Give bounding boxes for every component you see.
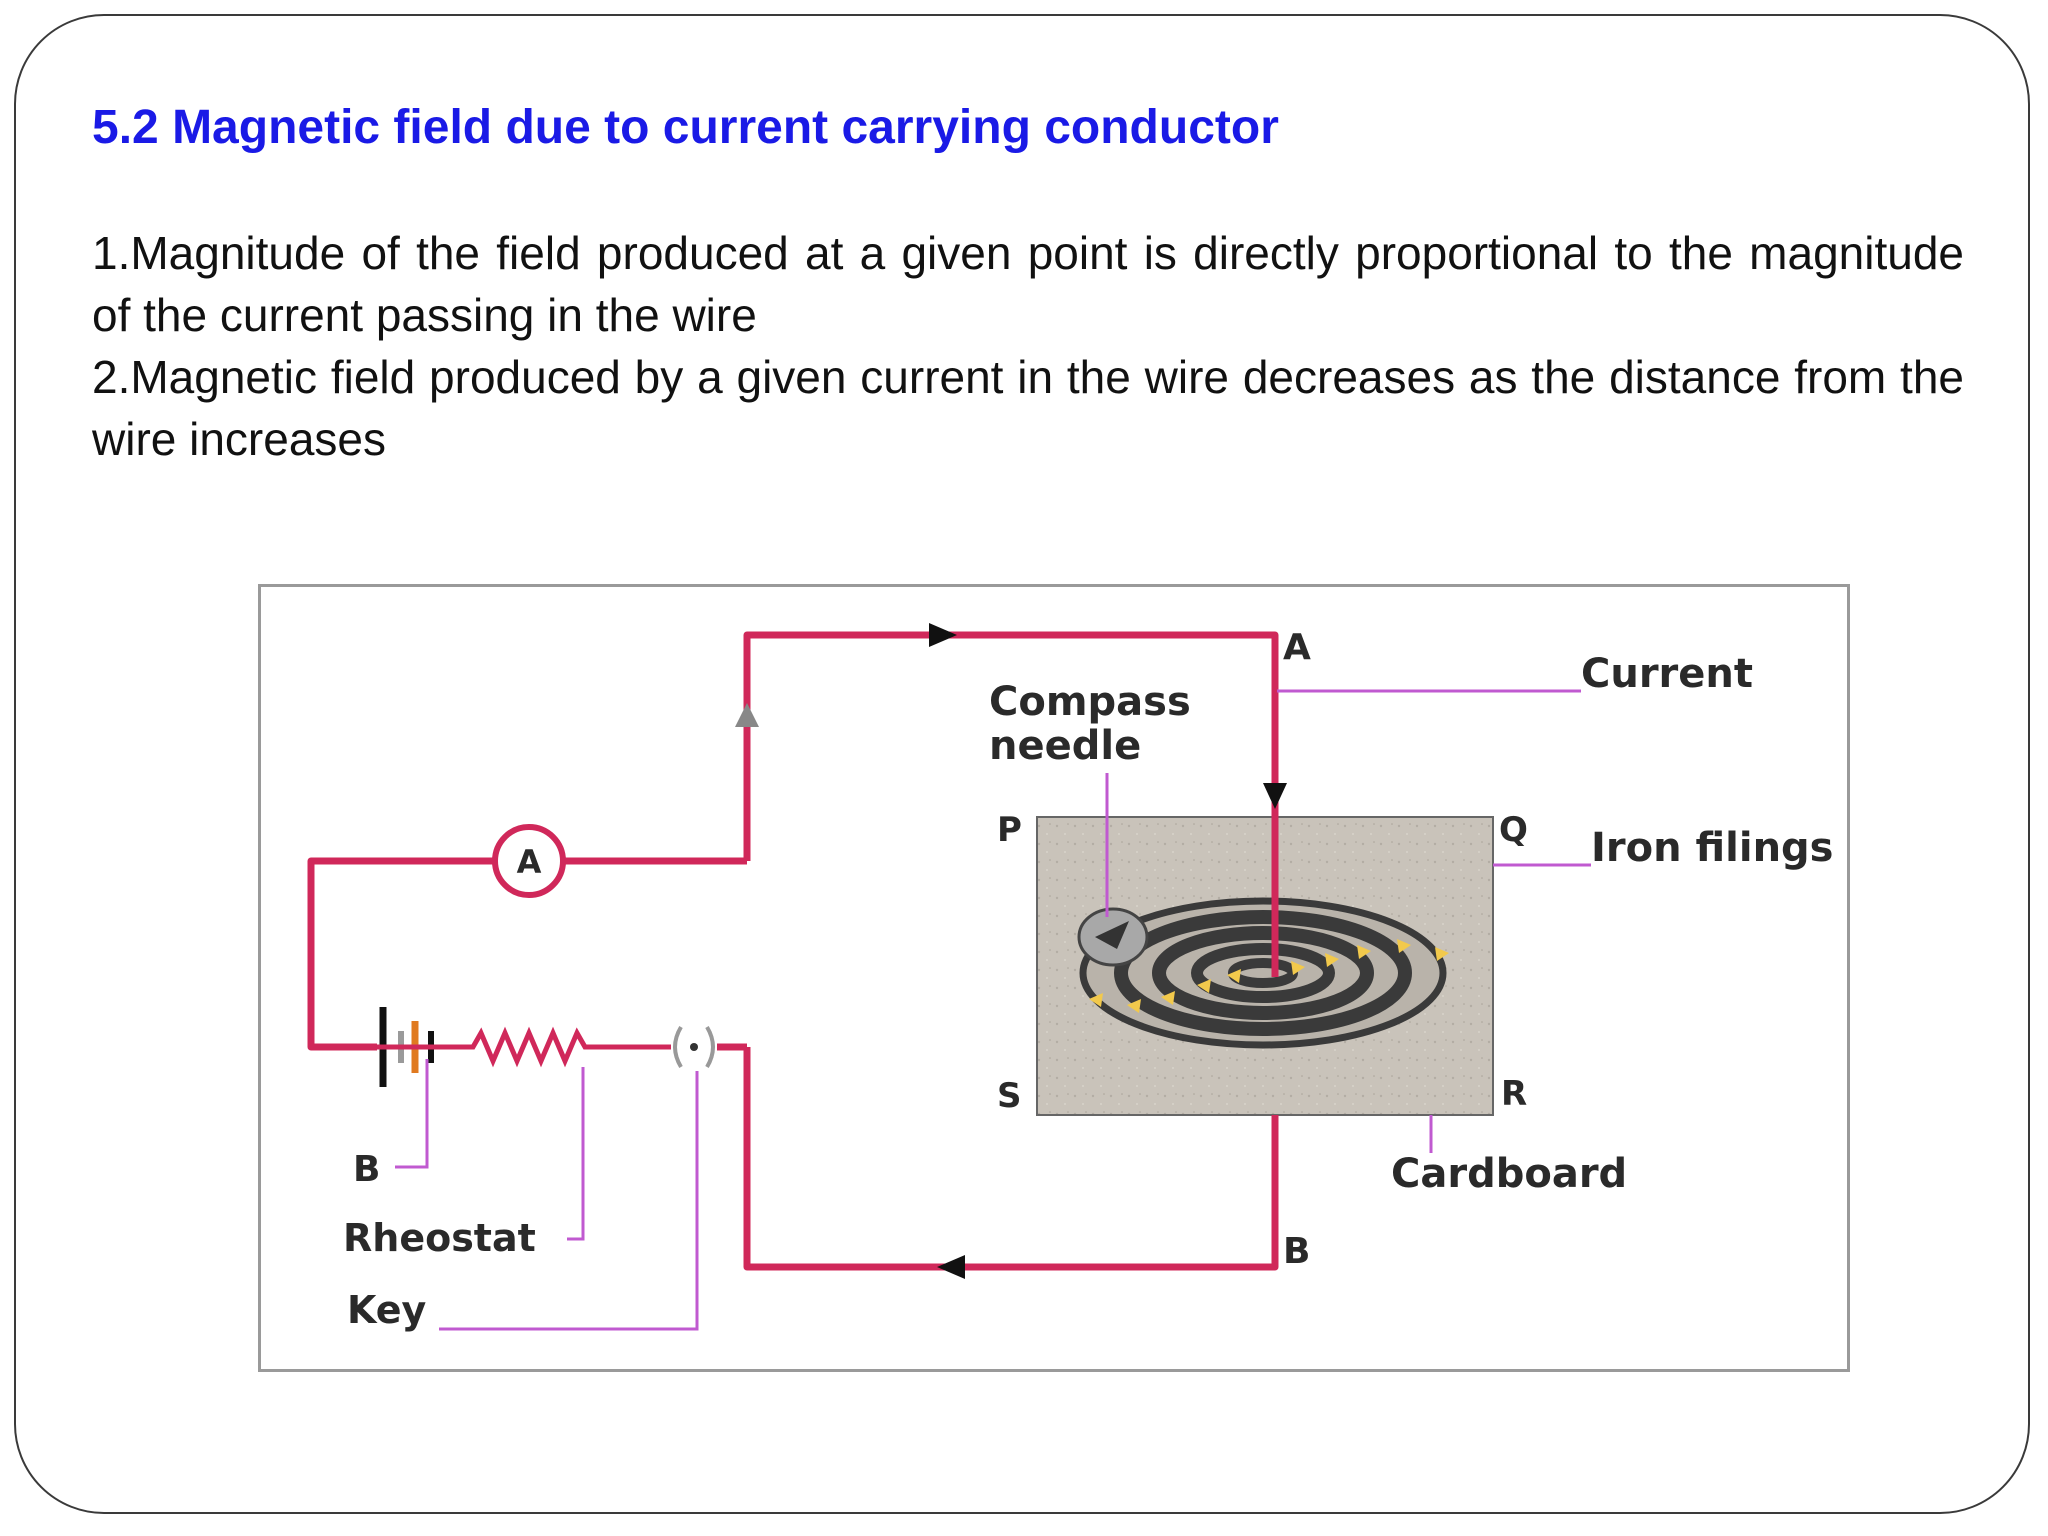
plug-key-icon	[673, 1025, 715, 1069]
battery-icon	[377, 1007, 459, 1087]
corner-s-label: S	[997, 1076, 1022, 1116]
rheostat-icon	[459, 1026, 671, 1068]
current-direction-arrows	[929, 623, 1287, 1279]
rheostat-label: Rheostat	[343, 1216, 536, 1260]
ammeter-label: A	[517, 843, 542, 881]
compass-label-line1: Compass	[989, 679, 1191, 725]
ammeter-icon	[492, 824, 566, 898]
point-2: 2.Magnetic field produced by a given cur…	[92, 351, 1964, 465]
current-arrow-up	[735, 703, 759, 727]
point-a-label: A	[1283, 627, 1311, 668]
iron-filings-label: Iron filings	[1591, 825, 1833, 871]
current-label: Current	[1581, 651, 1753, 697]
compass-label-line2: needle	[989, 723, 1141, 769]
magnetic-field-rings	[1079, 897, 1447, 1049]
cardboard-label: Cardboard	[1391, 1151, 1627, 1197]
point-b-label: B	[1283, 1231, 1310, 1272]
slide-body: 1.Magnitude of the field produced at a g…	[92, 222, 1964, 470]
circuit-diagram: A A Current Compas	[258, 584, 1850, 1372]
slide-title: 5.2 Magnetic field due to current carryi…	[92, 101, 1279, 154]
key-label: Key	[347, 1288, 427, 1332]
corner-q-label: Q	[1499, 810, 1528, 850]
battery-label: B	[353, 1149, 380, 1190]
leader-lines	[395, 689, 1591, 1331]
corner-r-label: R	[1501, 1074, 1527, 1114]
point-1: 1.Magnitude of the field produced at a g…	[92, 227, 1964, 341]
circuit-diagram-svg: A A Current Compas	[307, 623, 1833, 1332]
compass-needle-icon	[1077, 907, 1149, 967]
circuit-wire	[307, 631, 1279, 1271]
corner-p-label: P	[997, 810, 1022, 850]
iron-filing-marks	[1089, 939, 1449, 1013]
